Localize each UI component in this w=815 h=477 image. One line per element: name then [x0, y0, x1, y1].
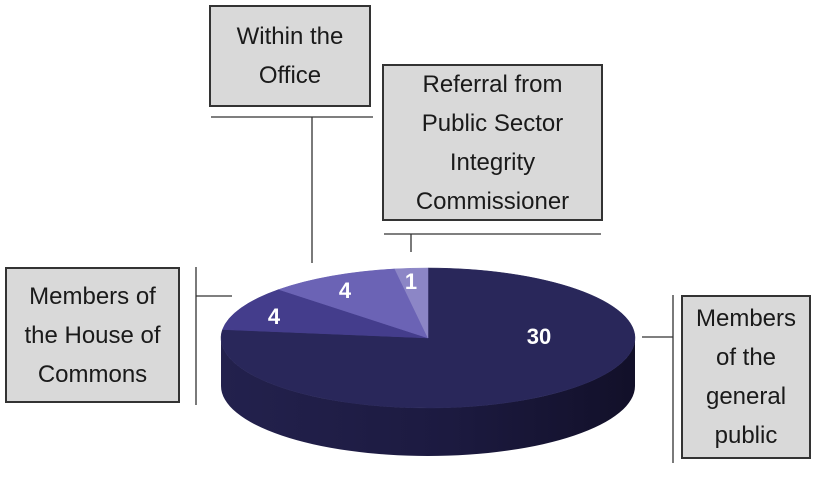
callout-line: Commissioner — [415, 187, 570, 215]
callout-line: Public Sector — [421, 109, 564, 137]
callout-line: Referral from — [422, 70, 563, 98]
pie-value-label: 4 — [268, 304, 281, 329]
callout-line: the House of — [24, 321, 161, 349]
callout-line: Members of — [29, 282, 156, 310]
callout-line: Integrity — [449, 148, 536, 176]
pie-slice — [220, 267, 636, 409]
pie-side-surface — [221, 338, 635, 456]
pie-slice — [222, 289, 429, 339]
callout-house-of-commons: Members of the House of Commons — [5, 267, 180, 403]
callout-line: Within the — [236, 23, 344, 50]
callout-line: Commons — [37, 360, 148, 388]
pie-value-labels: 30 4 4 1 — [268, 269, 551, 349]
callout-line: general — [705, 383, 787, 410]
pie-value-label: 4 — [339, 278, 352, 303]
callout-line: public — [714, 422, 778, 449]
callout-line: Office — [258, 62, 322, 89]
callout-referral: Referral from Public Sector Integrity Co… — [382, 64, 603, 221]
callout-general-public: Members of the general public — [681, 295, 811, 459]
pie-top-face — [220, 267, 636, 409]
pie-value-label: 30 — [527, 324, 551, 349]
callout-line: Members — [695, 305, 797, 332]
pie-slice — [277, 268, 429, 339]
pie-side-wall — [221, 338, 635, 456]
pie-value-label: 1 — [405, 269, 417, 294]
callout-leader-lines — [195, 116, 674, 463]
callout-within-office: Within the Office — [209, 5, 371, 107]
pie-slice — [394, 267, 429, 339]
callout-line: of the — [715, 344, 777, 371]
